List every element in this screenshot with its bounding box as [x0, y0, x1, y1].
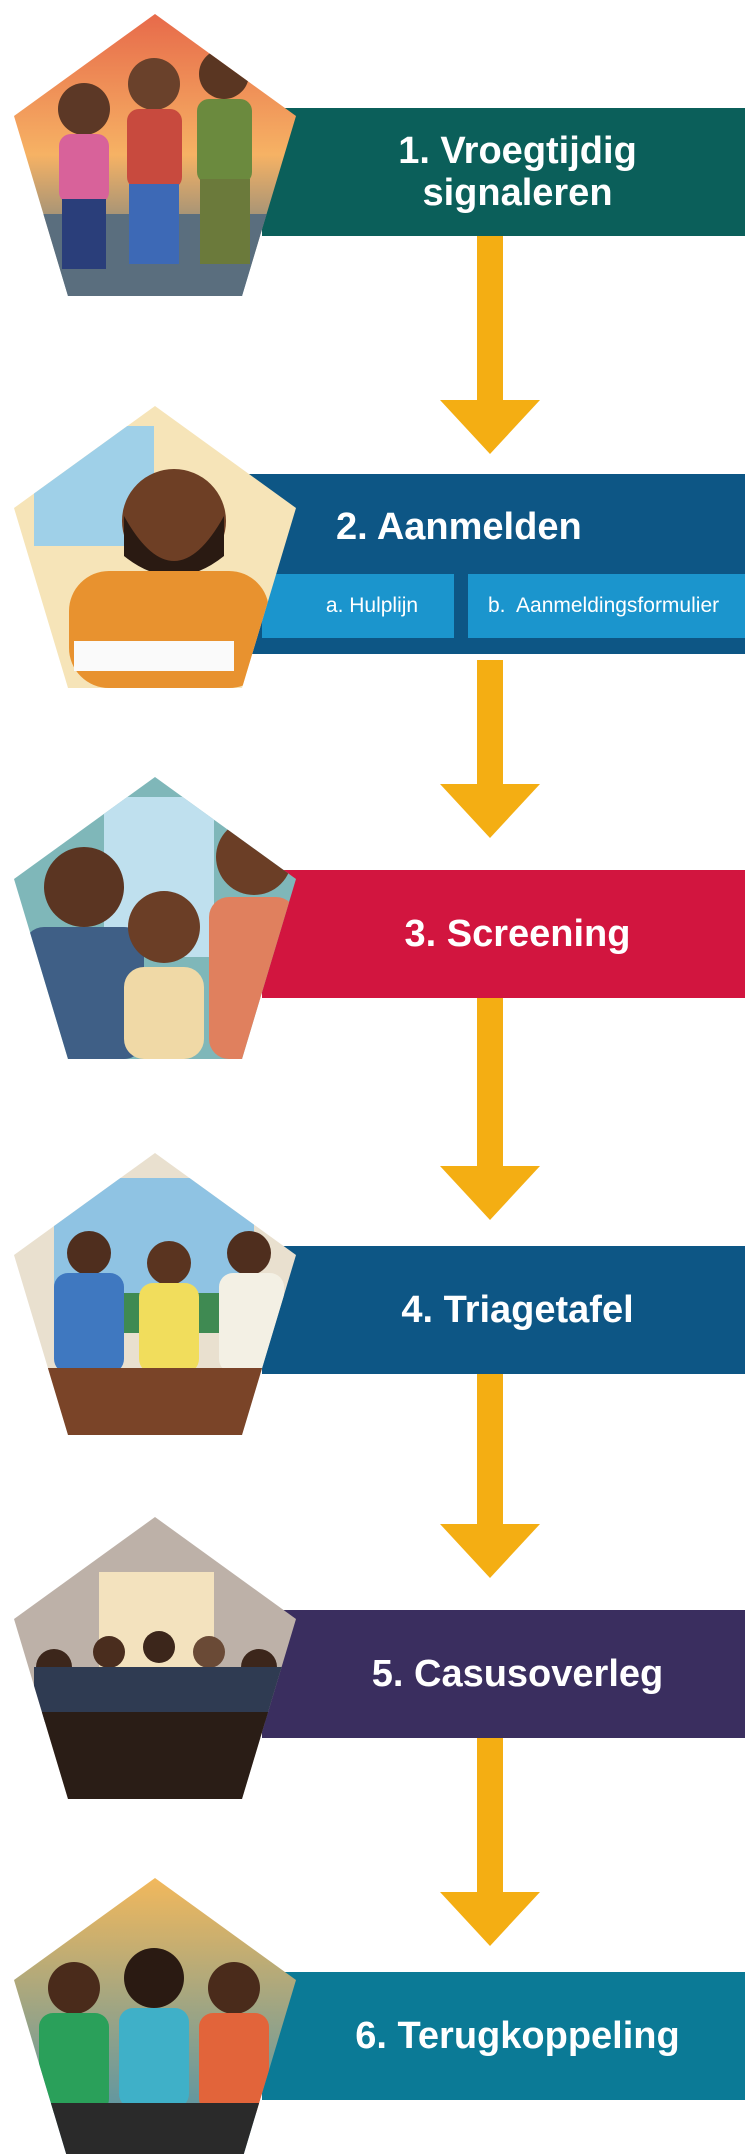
arrow-down-icon	[440, 660, 540, 838]
step-5-title: 5. Casusoverleg	[371, 1653, 664, 1695]
step-1-banner: 1. Vroegtijdig signaleren	[262, 108, 745, 236]
arrow-down-icon	[440, 1738, 540, 1946]
step-2-illustration	[14, 406, 296, 688]
arrow-down-icon	[440, 998, 540, 1220]
step-2-title: 2. Aanmelden	[336, 506, 582, 548]
step-3-banner: 3. Screening	[262, 870, 745, 998]
arrow-down-icon	[440, 1374, 540, 1578]
step-1-title-line1: 1. Vroegtijdig	[398, 130, 637, 172]
step-5-banner: 5. Casusoverleg	[262, 1610, 745, 1738]
step-1-title-line2: signaleren	[422, 172, 613, 214]
step-6-title: 6. Terugkoppeling	[355, 2015, 680, 2057]
step-1-illustration	[14, 14, 296, 296]
arrow-down-icon	[440, 236, 540, 454]
step-6-illustration	[14, 1878, 296, 2154]
option-hulplijn-label: a. Hulplijn	[325, 594, 419, 617]
option-aanmeldingsformulier-label: b. Aanmeldingsformulier	[488, 594, 720, 617]
option-hulplijn: a. Hulplijn	[262, 574, 454, 638]
step-4-title: 4. Triagetafel	[401, 1289, 634, 1331]
step-3-illustration	[14, 777, 296, 1059]
step-4-banner: 4. Triagetafel	[262, 1246, 745, 1374]
step-5-illustration	[14, 1517, 296, 1799]
step-6-banner: 6. Terugkoppeling	[262, 1972, 745, 2100]
option-aanmeldingsformulier: b. Aanmeldingsformulier	[468, 574, 745, 638]
step-4-illustration	[14, 1153, 296, 1435]
step-3-title: 3. Screening	[404, 913, 631, 955]
